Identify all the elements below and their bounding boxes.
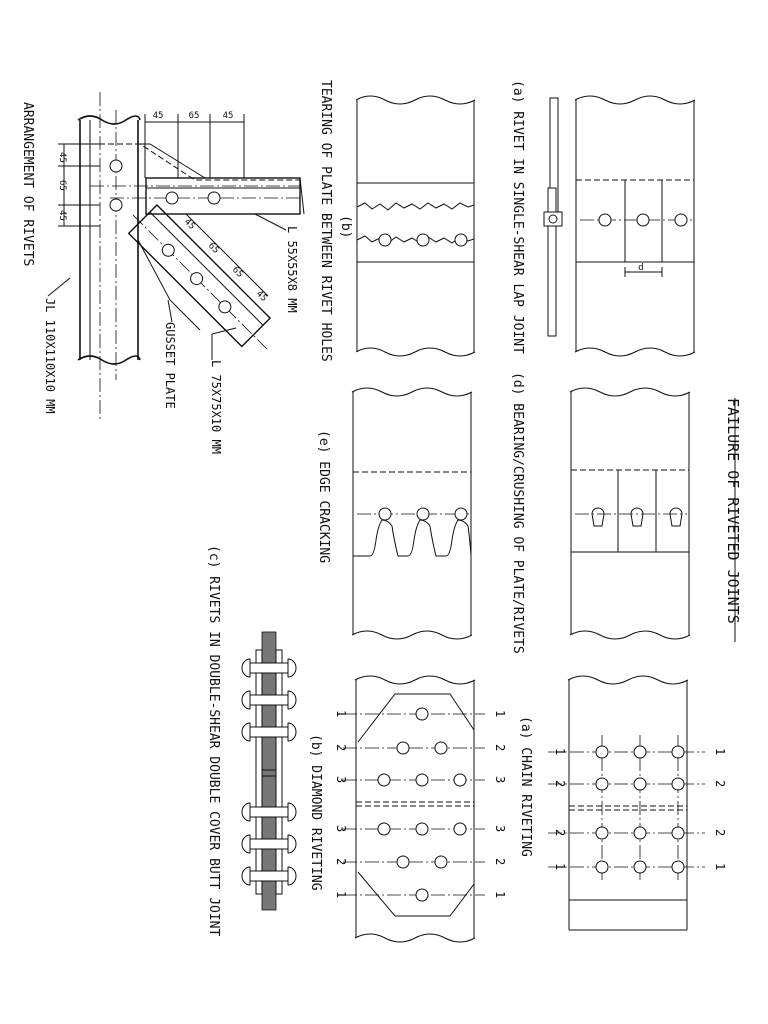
chain-label-left-4: 1 xyxy=(553,863,567,870)
chain-label-left-3: 2 xyxy=(553,829,567,836)
caption-tearing-letter: (b) xyxy=(338,215,353,238)
butt-joint-rivet xyxy=(241,658,297,678)
dim-diag-2: 65 xyxy=(206,241,221,256)
label-l55: L 55X55X8 MM xyxy=(285,226,299,313)
butt-joint-rivet xyxy=(241,722,297,742)
diamond-row-labels: 1 2 3 3 2 1 1 2 3 3 2 1 xyxy=(334,710,507,898)
dim-top-1: 45 xyxy=(153,111,164,121)
caption-tearing: TEARING OF PLATE BETWEEN RIVET HOLES xyxy=(318,80,333,362)
diamond-label-right-5: 2 xyxy=(493,858,507,865)
chain-label-right-1: 1 xyxy=(713,748,727,755)
chain-row-1-rivets xyxy=(548,745,705,759)
butt-joint-rivet xyxy=(241,802,297,822)
arrangement-title: ARRANGEMENT OF RIVETS xyxy=(20,102,35,266)
lap-joint-section xyxy=(543,97,563,337)
dim-top-2: 65 xyxy=(189,111,200,121)
label-gusset: GUSSET PLATE xyxy=(163,322,177,409)
chain-label-left-1: 1 xyxy=(553,748,567,755)
dim-diag-3: 65 xyxy=(230,265,245,280)
butt-joint-section xyxy=(241,631,297,911)
label-jl110: JL 110X110X10 MM xyxy=(43,298,57,414)
dim-diag-4: 45 xyxy=(254,289,269,304)
dim-top-3: 45 xyxy=(223,111,234,121)
sheet-title: FAILURE OF RIVETED JOINTS xyxy=(724,398,742,624)
diamond-label-right-4: 3 xyxy=(493,825,507,832)
caption-bearing: (d) BEARING/CRUSHING OF PLATE/RIVETS xyxy=(510,372,525,654)
tearing-plate xyxy=(355,95,476,357)
caption-butt-joint: (c) RIVETS IN DOUBLE-SHEAR DOUBLE COVER … xyxy=(206,545,221,937)
dim-left-3: 45 xyxy=(57,210,67,221)
chain-label-right-2: 2 xyxy=(713,780,727,787)
caption-diamond-riveting: (b) DIAMOND RIVETING xyxy=(308,734,323,891)
diameter-label: d xyxy=(638,263,643,273)
caption-edge-cracking: (e) EDGE CRACKING xyxy=(316,430,331,563)
diamond-label-right-1: 1 xyxy=(493,710,507,717)
dim-left-2: 65 xyxy=(57,180,67,191)
chain-row-2-rivets xyxy=(548,777,705,791)
dim-diag-1: 45 xyxy=(182,217,197,232)
butt-joint-rivet xyxy=(241,866,297,886)
diamond-label-left-6: 1 xyxy=(334,891,348,898)
label-l75: L 75X75X10 MM xyxy=(209,360,223,454)
diamond-label-left-3: 3 xyxy=(334,776,348,783)
caption-lap-joint: (a) RIVET IN SINGLE-SHEAR LAP JOINT xyxy=(510,80,525,354)
chain-label-right-4: 1 xyxy=(713,863,727,870)
diamond-label-left-4: 3 xyxy=(334,825,348,832)
lap-joint-plan: d xyxy=(574,95,696,357)
arrangement-drawing xyxy=(47,92,305,420)
diamond-label-left-5: 2 xyxy=(334,858,348,865)
butt-joint-rivet xyxy=(241,690,297,710)
chain-row-labels: 1 2 2 1 1 2 2 1 xyxy=(553,748,727,870)
diamond-riveting-plate xyxy=(343,675,485,943)
diamond-label-right-6: 1 xyxy=(493,891,507,898)
bearing-plate xyxy=(569,387,691,640)
edge-cracking-plate xyxy=(351,387,473,640)
chain-row-4-rivets xyxy=(548,860,705,874)
chain-riveting-plate xyxy=(548,675,705,931)
diamond-label-right-3: 3 xyxy=(493,776,507,783)
chain-label-right-3: 2 xyxy=(713,829,727,836)
diamond-label-right-2: 2 xyxy=(493,744,507,751)
caption-chain-riveting: (a) CHAIN RIVETING xyxy=(518,716,533,857)
diamond-label-left-1: 1 xyxy=(334,710,348,717)
arrangement-dimensions: 45 65 45 45 65 45 45 65 65 45 xyxy=(57,111,269,304)
dim-left-1: 45 xyxy=(57,152,67,163)
chain-label-left-2: 2 xyxy=(553,780,567,787)
butt-joint-rivet xyxy=(241,834,297,854)
diamond-label-left-2: 2 xyxy=(334,744,348,751)
chain-row-3-rivets xyxy=(548,826,705,840)
